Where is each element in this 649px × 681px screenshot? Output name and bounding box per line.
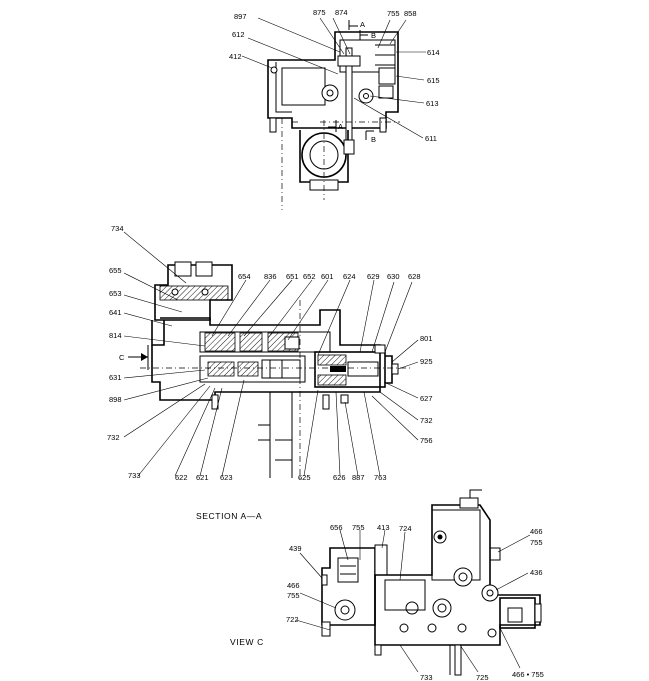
section-aa-view: 734 655 654 836 651 652 601 624 629 630 …	[107, 224, 433, 521]
callout-466-right: 466	[530, 527, 543, 536]
callout-733-bottom: 733	[420, 673, 433, 681]
callout-621: 621	[196, 473, 209, 482]
callout-622: 622	[175, 473, 188, 482]
callout-755-left: 755	[287, 591, 300, 600]
callout-612: 612	[232, 30, 245, 39]
callout-732-right: 732	[420, 416, 433, 425]
section-aa-title: SECTION A—A	[196, 511, 262, 521]
callout-755: 755	[387, 9, 400, 18]
callout-875: 875	[313, 8, 326, 17]
callout-724: 724	[399, 524, 412, 533]
callout-897: 897	[234, 12, 247, 21]
callout-756: 756	[420, 436, 433, 445]
callout-763: 763	[374, 473, 387, 482]
callout-631: 631	[109, 373, 122, 382]
callout-601: 601	[321, 272, 334, 281]
callout-412: 412	[229, 52, 242, 61]
callout-734: 734	[111, 224, 124, 233]
callout-836: 836	[264, 272, 277, 281]
callout-801: 801	[420, 334, 433, 343]
callout-733: 733	[128, 471, 141, 480]
section-mark-a-top: A	[360, 20, 365, 29]
callout-614: 614	[427, 48, 440, 57]
callout-651: 651	[286, 272, 299, 281]
callout-656: 656	[330, 523, 343, 532]
callout-624: 624	[343, 272, 356, 281]
callout-755-top: 755	[352, 523, 365, 532]
callout-887: 887	[352, 473, 365, 482]
view-c: 656 755 413 724 439 466 755 722 466 755 …	[230, 489, 544, 681]
callout-623: 623	[220, 473, 233, 482]
callout-615: 615	[427, 76, 440, 85]
callout-725: 725	[476, 673, 489, 681]
callout-925: 925	[420, 357, 433, 366]
callout-627: 627	[420, 394, 433, 403]
callout-613: 613	[426, 99, 439, 108]
callout-654: 654	[238, 272, 251, 281]
top-view: 897 875 874 755 858 612 412 614 615 613 …	[229, 8, 440, 210]
callout-874: 874	[335, 8, 348, 17]
callout-755-right: 755	[530, 538, 543, 547]
arrow-label-c: C	[119, 353, 125, 362]
callout-466-755: 466 • 755	[512, 670, 544, 679]
view-c-title: VIEW C	[230, 637, 264, 647]
callout-625: 625	[298, 473, 311, 482]
callout-655: 655	[109, 266, 122, 275]
callout-436: 436	[530, 568, 543, 577]
callout-722: 722	[286, 615, 299, 624]
callout-858: 858	[404, 9, 417, 18]
callout-626: 626	[333, 473, 346, 482]
callout-814: 814	[109, 331, 122, 340]
section-mark-b-top: B	[371, 31, 376, 40]
callout-439: 439	[289, 544, 302, 553]
section-mark-b-bottom: B	[371, 135, 376, 144]
callout-413: 413	[377, 523, 390, 532]
callout-630: 630	[387, 272, 400, 281]
section-mark-a-bottom: A	[338, 122, 343, 131]
callout-466-left: 466	[287, 581, 300, 590]
callout-653: 653	[109, 289, 122, 298]
callout-732-left: 732	[107, 433, 120, 442]
callout-628: 628	[408, 272, 421, 281]
callout-611: 611	[425, 134, 437, 143]
callout-629: 629	[367, 272, 380, 281]
callout-898: 898	[109, 395, 122, 404]
callout-641: 641	[109, 308, 122, 317]
callout-652: 652	[303, 272, 316, 281]
